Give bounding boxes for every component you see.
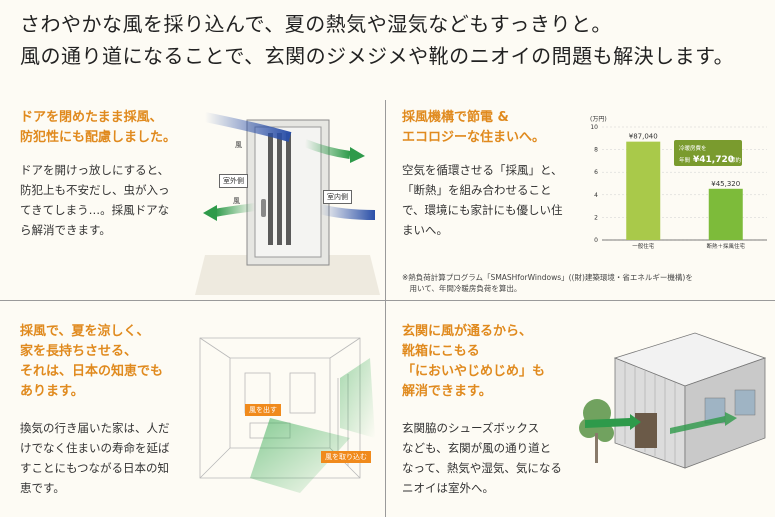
wind-arrow-top xyxy=(204,112,365,163)
panel1-body-line: 防犯上も不安だし、虫が入っ xyxy=(20,183,170,197)
panel3-title-line: それは、日本の知恵でも xyxy=(20,364,164,379)
wind-out-label: 風を出す xyxy=(245,404,281,416)
callout-amount: ¥41,720 xyxy=(693,155,734,165)
chart-category-label: 一般住宅 xyxy=(632,242,655,250)
panel2-title-line: 採風機構で節電 & xyxy=(402,110,509,125)
panel2-body: 空気を循環させる「採風」と、 「断熱」を組み合わせること で、環境にも家計にも優… xyxy=(402,160,563,240)
panel1-body-line: てきてしまう…。採風ドアな xyxy=(20,203,170,217)
panel2-body-line: 空気を循環させる「採風」と、 xyxy=(402,163,563,177)
chart-ytick-label: 0 xyxy=(594,237,598,244)
chart-ytick-label: 2 xyxy=(594,214,598,221)
chart-ytick-label: 8 xyxy=(594,147,598,154)
chart-bars: ¥87,040 一般住宅 ¥45,320 断熱＋採風住宅 xyxy=(626,133,745,250)
chart-ytick-label: 10 xyxy=(590,124,598,131)
note-line: ※熱負荷計算プログラム「SMASHforWindows」((財)建築環境・省エネ… xyxy=(402,273,693,282)
panel3-title-line: あります。 xyxy=(20,384,84,399)
panel4-title: 玄関に風が通るから、 靴箱にこもる 「においやじめじめ」も 解消できます。 xyxy=(402,322,545,402)
panel1-title: ドアを閉めたまま採風、 防犯性にも配慮しました。 xyxy=(20,108,176,148)
panel3-title-line: 採風で、夏を涼しく、 xyxy=(20,324,150,339)
panel3-title-line: 家を長持ちさせる、 xyxy=(20,344,138,359)
panel3-body-line: けでなく住まいの寿命を延ば xyxy=(20,441,170,455)
callout-line1: 冷暖房費を xyxy=(679,144,707,152)
panel4-body-line: 玄関脇のシューズボックス xyxy=(402,421,540,435)
vertical-divider xyxy=(385,100,386,517)
wind-arrow-bottom xyxy=(203,203,376,221)
room-illustration xyxy=(199,337,375,493)
panel2-title-line: エコロジーな住まいへ。 xyxy=(402,130,546,145)
callout-suffix: 節約 xyxy=(730,156,742,164)
panel4-body-line: なども、玄関が風の通り道と xyxy=(402,441,552,455)
outside-label: 室外側 xyxy=(219,174,248,188)
panel3-body-line: すことにもつながる日本の知 xyxy=(20,461,170,475)
panel2-body-line: まいへ。 xyxy=(402,223,448,237)
panel1-body: ドアを開けっ放しにすると、 防犯上も不安だし、虫が入っ てきてしまう…。採風ドア… xyxy=(20,160,170,240)
door-illustration xyxy=(195,112,380,295)
chart-bar xyxy=(626,141,661,240)
panel4-title-line: 玄関に風が通るから、 xyxy=(402,324,533,339)
panel2-body-line: で、環境にも家計にも優しい住 xyxy=(402,203,563,217)
chart-callout: 冷暖房費を 年間 ¥41,720 節約 xyxy=(674,140,742,166)
house-illustration xyxy=(579,332,767,469)
horizontal-divider xyxy=(0,300,775,301)
panel1-body-line: ドアを開けっ放しにすると、 xyxy=(20,163,170,177)
panel4-title-line: 解消できます。 xyxy=(402,384,492,399)
panel4-title-line: 「においやじめじめ」も xyxy=(402,364,546,379)
inside-label: 室内側 xyxy=(323,190,352,204)
panel1-body-line: ら解消できます。 xyxy=(20,223,111,237)
chart-data-label: ¥87,040 xyxy=(629,133,658,141)
panel1-title-line: 防犯性にも配慮しました。 xyxy=(20,130,177,145)
panel2-title: 採風機構で節電 & エコロジーな住まいへ。 xyxy=(402,108,545,148)
wind-label: 風 xyxy=(233,197,240,205)
panel3-body: 換気の行き届いた家は、人だ けでなく住まいの寿命を延ば すことにもつながる日本の… xyxy=(20,418,170,498)
panel4-title-line: 靴箱にこもる xyxy=(402,344,480,359)
headline: さわやかな風を採り込んで、夏の熱気や湿気などもすっきりと。 風の通り道になること… xyxy=(20,8,734,72)
chart-ylabel: (万円) xyxy=(590,116,607,123)
chart-ytick-label: 6 xyxy=(594,169,598,176)
panel2-note: ※熱負荷計算プログラム「SMASHforWindows」((財)建築環境・省エネ… xyxy=(402,272,693,294)
panel3-body-line: 換気の行き届いた家は、人だ xyxy=(20,421,170,435)
cost-chart: (万円) 0 2 4 6 8 10 ¥87,040 一般住宅 ¥45,320 断熱＋採風住宅 冷… xyxy=(590,116,767,250)
wind-in-label: 風を取り込む xyxy=(321,451,371,463)
panel3-title: 採風で、夏を涼しく、 家を長持ちさせる、 それは、日本の知恵でも あります。 xyxy=(20,322,163,402)
callout-prefix: 年間 xyxy=(679,156,691,164)
panel4-body-line: ニオイは室外へ。 xyxy=(402,481,494,495)
headline-line-2: 風の通り道になることで、玄関のジメジメや靴のニオイの問題も解決します。 xyxy=(20,44,735,68)
chart-category-label: 断熱＋採風住宅 xyxy=(706,242,745,250)
chart-bar xyxy=(708,188,743,240)
panel1-title-line: ドアを閉めたまま採風、 xyxy=(20,110,163,125)
panel4-body: 玄関脇のシューズボックス なども、玄関が風の通り道と なって、熱気や湿気、気にな… xyxy=(402,418,562,498)
wind-label: 風 xyxy=(235,141,242,149)
panel2-body-line: 「断熱」を組み合わせること xyxy=(402,183,552,197)
note-line: 用いて、年間冷暖房負荷を算出。 xyxy=(402,284,522,293)
panel3-body-line: 恵です。 xyxy=(20,481,65,495)
chart-data-label: ¥45,320 xyxy=(711,180,740,188)
headline-line-1: さわやかな風を採り込んで、夏の熱気や湿気などもすっきりと。 xyxy=(20,12,612,36)
panel4-body-line: なって、熱気や湿気、気になる xyxy=(402,461,562,475)
chart-ytick-label: 4 xyxy=(594,192,598,199)
